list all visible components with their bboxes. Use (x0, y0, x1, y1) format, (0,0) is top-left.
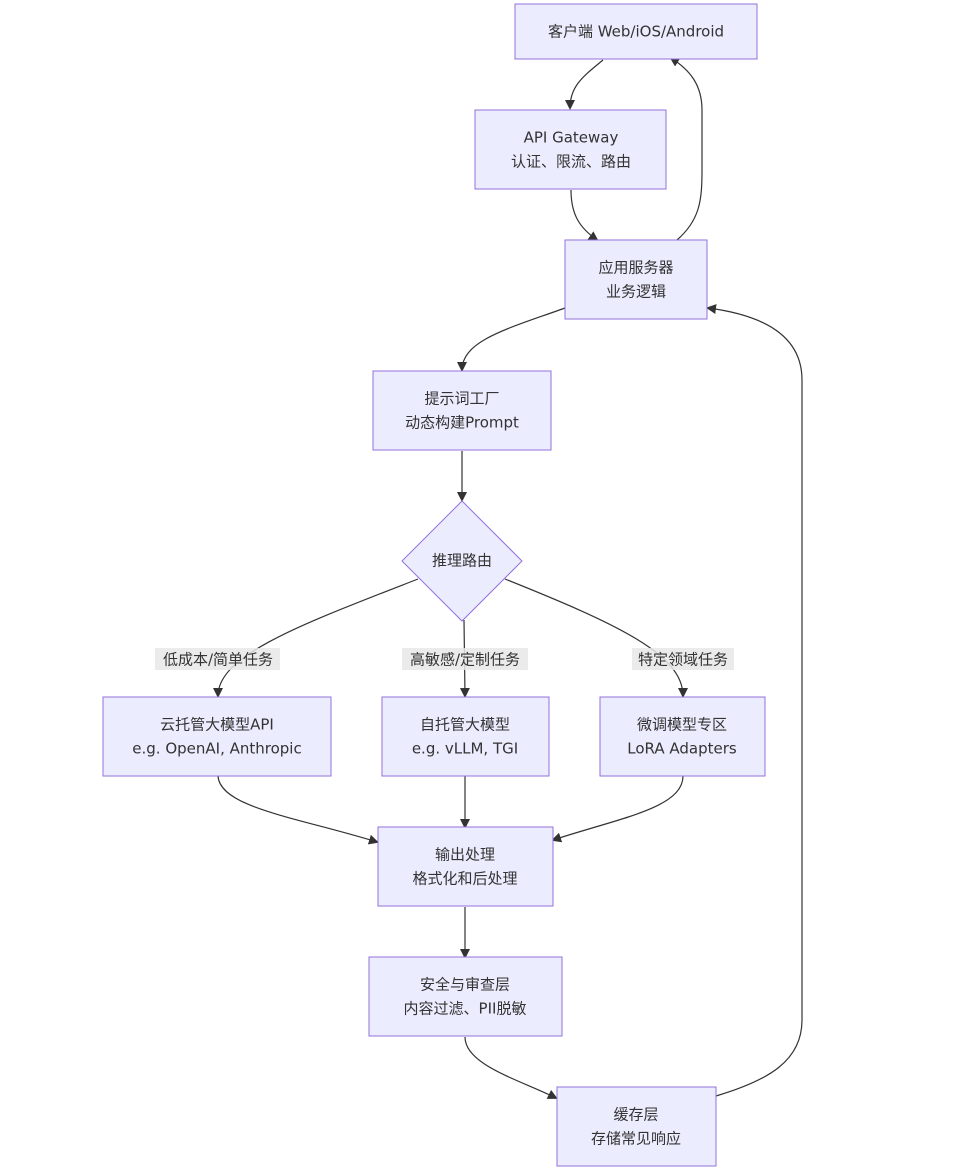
edge-finetuned-to-output (551, 775, 684, 843)
node-app-server-line-1: 应用服务器 (598, 259, 673, 277)
node-output-processing-line-1: 输出处理 (435, 846, 495, 864)
node-finetuned-zone-line-1: 微调模型专区 (637, 716, 727, 734)
node-cloud-llm[interactable]: 云托管大模型API e.g. OpenAI, Anthropic (102, 696, 332, 777)
node-app-server-line-2: 业务逻辑 (606, 283, 666, 301)
node-safety-layer[interactable]: 安全与审查层 内容过滤、PII脱敏 (368, 956, 563, 1037)
edge-app-server-to-client (669, 56, 703, 241)
node-client[interactable]: 客户端 Web/iOS/Android (514, 3, 758, 60)
node-prompt-factory[interactable]: 提示词工厂 动态构建Prompt (372, 370, 552, 451)
node-app-server[interactable]: 应用服务器 业务逻辑 (564, 239, 708, 320)
edge-label-low-cost: 低成本/简单任务 (155, 648, 280, 670)
node-finetuned-zone-line-2: LoRA Adapters (627, 740, 737, 758)
edge-label-high-sensitivity-text: 高敏感/定制任务 (410, 651, 520, 669)
node-cloud-llm-line-1: 云托管大模型API (160, 716, 274, 734)
node-finetuned-zone[interactable]: 微调模型专区 LoRA Adapters (599, 696, 766, 777)
node-inference-router-label: 推理路由 (432, 552, 492, 570)
node-self-hosted-llm[interactable]: 自托管大模型 e.g. vLLM, TGI (381, 696, 550, 777)
edge-cache-to-app-server (706, 304, 803, 1097)
edge-router-to-cloud (213, 578, 419, 698)
node-output-processing-line-2: 格式化和后处理 (412, 870, 517, 888)
node-api-gateway-line-2: 认证、限流、路由 (511, 153, 631, 171)
node-output-processing[interactable]: 输出处理 格式化和后处理 (377, 826, 554, 907)
node-safety-layer-line-2: 内容过滤、PII脱敏 (404, 1000, 527, 1018)
node-self-hosted-llm-line-2: e.g. vLLM, TGI (412, 740, 518, 758)
edge-label-high-sensitivity: 高敏感/定制任务 (402, 648, 528, 670)
edge-label-domain-specific: 特定领域任务 (632, 648, 734, 670)
edge-label-domain-specific-text: 特定领域任务 (638, 651, 728, 669)
node-prompt-factory-line-2: 动态构建Prompt (405, 414, 519, 432)
node-self-hosted-llm-line-1: 自托管大模型 (420, 716, 510, 734)
node-cache-layer-line-2: 存储常见响应 (591, 1130, 681, 1148)
edge-router-to-finetuned (504, 578, 688, 698)
edge-client-to-gateway (565, 59, 604, 110)
nodes: 客户端 Web/iOS/Android API Gateway 认证、限流、路由… (102, 3, 766, 1167)
edge-cloud-to-output (217, 775, 379, 845)
node-safety-layer-line-1: 安全与审查层 (420, 976, 510, 994)
node-api-gateway-line-1: API Gateway (524, 129, 619, 147)
node-cloud-llm-line-2: e.g. OpenAI, Anthropic (132, 740, 301, 758)
edge-gateway-to-app-server (570, 189, 599, 242)
node-api-gateway[interactable]: API Gateway 认证、限流、路由 (474, 109, 667, 190)
edge-safety-to-cache (464, 1036, 558, 1099)
node-cache-layer[interactable]: 缓存层 存储常见响应 (556, 1086, 717, 1167)
node-client-line-1: 客户端 Web/iOS/Android (548, 23, 724, 41)
node-inference-router[interactable]: 推理路由 (401, 500, 523, 622)
edge-app-server-to-prompt-factory (457, 307, 566, 372)
edge-labels: 低成本/简单任务 高敏感/定制任务 特定领域任务 (155, 648, 734, 670)
node-cache-layer-line-1: 缓存层 (613, 1106, 658, 1124)
node-prompt-factory-line-1: 提示词工厂 (424, 390, 499, 408)
edges (213, 56, 803, 1099)
edge-label-low-cost-text: 低成本/简单任务 (163, 651, 273, 669)
